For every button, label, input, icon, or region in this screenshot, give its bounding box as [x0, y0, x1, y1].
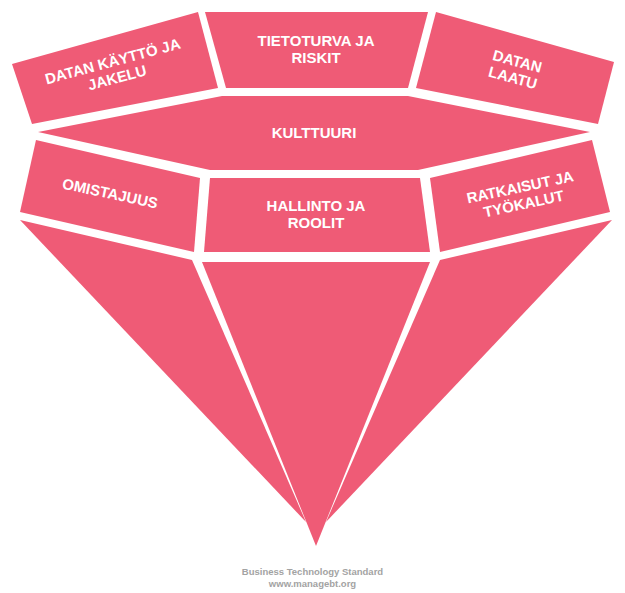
facet-label-wrap: TIETOTURVA JA RISKIT: [256, 33, 376, 67]
footer-note: Business Technology Standard: [0, 566, 625, 578]
diamond-facet: RATKAISUT JA TYÖKALUT: [430, 140, 610, 252]
facet-label-wrap: KULTTUURI: [214, 125, 414, 142]
facet-label: KULTTUURI: [214, 125, 414, 142]
diamond-facet: HALLINTO JA ROOLIT: [204, 178, 430, 252]
facet-label: HALLINTO JA ROOLIT: [264, 198, 369, 232]
facet-label: TIETOTURVA JA RISKIT: [256, 33, 376, 67]
facet-polygon: [204, 178, 430, 252]
diamond-facet: [326, 220, 612, 522]
diamond-facet: TIETOTURVA JA RISKIT: [205, 12, 428, 88]
facet-polygon: [38, 96, 590, 170]
diamond-facet: KULTTUURI: [38, 96, 590, 170]
facet-polygon: [205, 12, 428, 88]
diamond-facet: OMISTAJUUS: [20, 140, 200, 252]
facet-label-wrap: HALLINTO JA ROOLIT: [264, 198, 369, 232]
facet-polygon: [430, 140, 610, 252]
facet-polygon: [20, 140, 200, 252]
footer-note: www.managebt.org: [0, 578, 625, 590]
